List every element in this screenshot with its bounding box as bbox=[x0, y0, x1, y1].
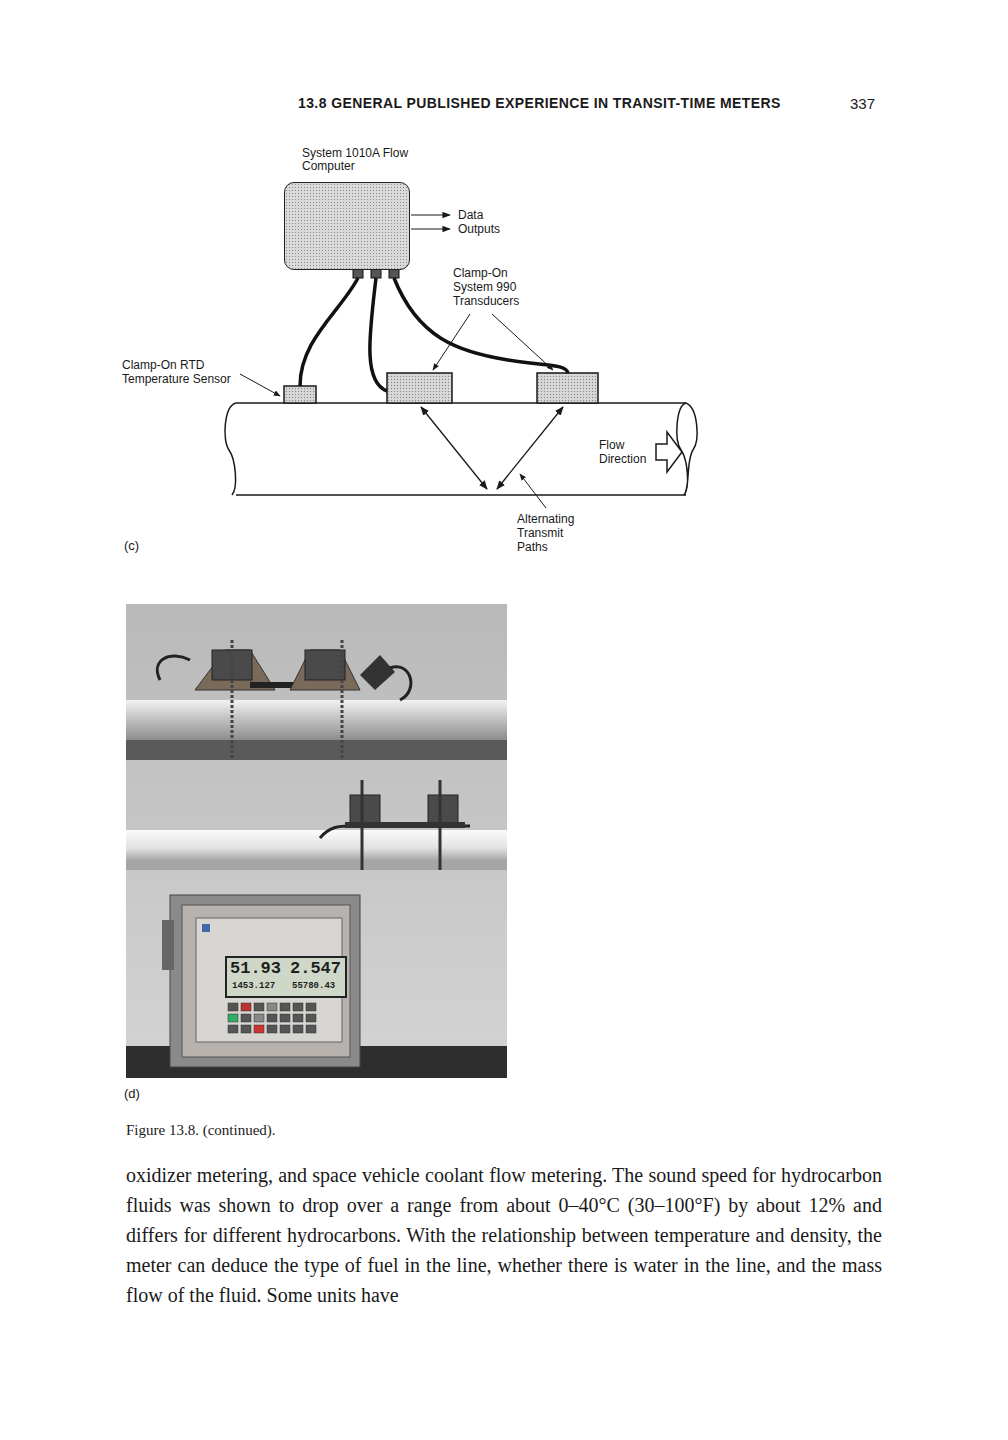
body-text-box: oxidizer metering, and space vehicle coo… bbox=[126, 1160, 882, 1310]
page-number-box: 337 bbox=[850, 95, 875, 112]
panel-letter: (d) bbox=[124, 1086, 140, 1101]
panel-letter-box: (c) bbox=[124, 538, 139, 553]
running-header-box: 13.8 GENERAL PUBLISHED EXPERIENCE IN TRA… bbox=[298, 95, 781, 111]
device-title: System 1010A Flow Computer bbox=[302, 147, 414, 173]
callout-label-box: Clamp-On RTD Temperature Sensor bbox=[122, 358, 244, 386]
leader-line bbox=[492, 314, 553, 370]
callout-label: Alternating Transmit Paths bbox=[517, 512, 574, 554]
cable bbox=[370, 278, 387, 391]
callout-label: Clamp-On RTD Temperature Sensor bbox=[122, 358, 231, 386]
cable-connector bbox=[371, 269, 381, 278]
computer-housing bbox=[284, 182, 410, 270]
callout-label-box: Flow Direction bbox=[599, 438, 651, 466]
leader-line bbox=[240, 374, 280, 396]
panel-letter: (c) bbox=[124, 538, 139, 553]
leader-line bbox=[520, 474, 546, 508]
pipe-outline bbox=[236, 403, 686, 495]
panel-letter-box: (d) bbox=[124, 1086, 140, 1101]
sound-path bbox=[497, 407, 563, 489]
callout-label: Flow Direction bbox=[599, 438, 646, 466]
figure-caption-box: Figure 13.8. (continued). bbox=[126, 1121, 882, 1139]
callout-label: Clamp-On System 990 Transducers bbox=[453, 266, 519, 308]
transducer bbox=[387, 373, 452, 403]
photograph bbox=[126, 604, 507, 1078]
leader-line bbox=[433, 314, 470, 370]
cable bbox=[300, 278, 358, 386]
flow-computer: System 1010A Flow Computer bbox=[284, 147, 414, 270]
callout-label-box: Data Outputs bbox=[458, 208, 510, 236]
flow-arrow bbox=[656, 432, 682, 472]
display-reading: 51.93 bbox=[230, 959, 281, 978]
display-reading-box: 51.93 bbox=[230, 959, 281, 978]
display-reading-box: 1453.127 bbox=[232, 981, 275, 992]
figure-caption: Figure 13.8. (continued). bbox=[126, 1122, 276, 1138]
display-reading: 55780.43 bbox=[292, 981, 335, 991]
display-reading: 1453.127 bbox=[232, 981, 275, 991]
callout-label-box: Clamp-On System 990 Transducers bbox=[453, 266, 525, 308]
running-header: 13.8 GENERAL PUBLISHED EXPERIENCE IN TRA… bbox=[298, 95, 781, 111]
cable-connector bbox=[353, 269, 363, 278]
rtd-sensor bbox=[284, 386, 316, 403]
output-arrow bbox=[411, 214, 450, 215]
display-reading-box: 2.547 bbox=[290, 959, 341, 978]
transducer bbox=[537, 373, 598, 403]
body-text: oxidizer metering, and space vehicle coo… bbox=[126, 1164, 882, 1306]
sound-path bbox=[421, 407, 487, 489]
display-reading: 2.547 bbox=[290, 959, 341, 978]
page-number: 337 bbox=[850, 95, 875, 112]
callout-label-box: Alternating Transmit Paths bbox=[517, 512, 585, 554]
pipe-end bbox=[225, 403, 236, 495]
output-arrow bbox=[411, 228, 450, 229]
display-reading-box: 55780.43 bbox=[292, 981, 335, 992]
callout-label: Data Outputs bbox=[458, 208, 500, 236]
cable-connector bbox=[389, 269, 399, 278]
